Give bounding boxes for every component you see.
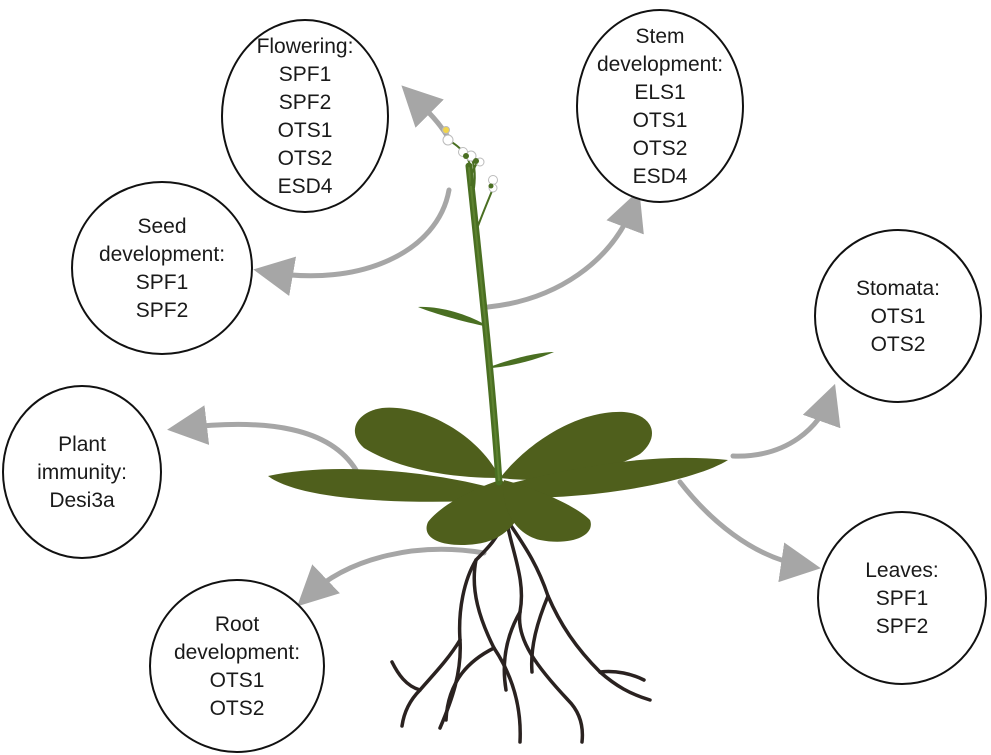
- gene-label-plant-immunity: Desi3a: [49, 489, 115, 512]
- plant-roots: [390, 516, 652, 744]
- gene-label-stomata: OTS2: [871, 333, 926, 356]
- gene-label-stem-development: OTS1: [633, 109, 688, 132]
- gene-label-seed-development: SPF1: [136, 271, 189, 294]
- bubble-title-leaves: Leaves:: [865, 559, 939, 582]
- bubble-title-flowering: Flowering:: [257, 35, 354, 58]
- leaf-lower-right: [503, 480, 591, 542]
- gene-label-leaves: SPF1: [876, 587, 929, 610]
- bubble-title-root-development: development:: [174, 641, 300, 664]
- gene-label-stomata: OTS1: [871, 305, 926, 328]
- rosette-leaves: [268, 407, 728, 546]
- bubble-title-seed-development: development:: [99, 243, 225, 266]
- bubble-title-stomata: Stomata:: [856, 277, 940, 300]
- arrow-to-stomata: [730, 383, 841, 459]
- cauline-leaf-left: [418, 306, 484, 326]
- flower-buds: [442, 126, 498, 193]
- arrow-to-leaves: [677, 479, 821, 583]
- gene-label-flowering: SPF1: [279, 63, 332, 86]
- gene-label-flowering: SPF2: [279, 91, 332, 114]
- bubble-title-seed-development: Seed: [137, 215, 186, 238]
- leaf-upper-left: [354, 407, 500, 478]
- gene-label-flowering: OTS1: [278, 119, 333, 142]
- bubble-outline-leaves: [817, 511, 987, 685]
- gene-label-stem-development: ESD4: [633, 165, 688, 188]
- leaf-lower-center: [426, 480, 523, 546]
- bubble-outline-plant-immunity: [2, 385, 162, 559]
- arrow-to-plant-immunity: [167, 405, 359, 473]
- bubble-outline-root-development: [149, 579, 325, 753]
- gene-label-seed-development: SPF2: [136, 299, 189, 322]
- gene-label-flowering: ESD4: [278, 175, 333, 198]
- arrow-to-stem-development: [485, 189, 644, 310]
- gene-label-flowering: OTS2: [278, 147, 333, 170]
- bubble-outline-stem-development: [576, 9, 744, 203]
- gene-label-leaves: SPF2: [876, 615, 929, 638]
- gene-label-stem-development: OTS2: [633, 137, 688, 160]
- leaf-right-long: [500, 457, 728, 499]
- bubble-title-stem-development: development:: [597, 53, 723, 76]
- bubble-plant-immunity: Plant immunity: Desi3a: [2, 385, 162, 559]
- arrows: [167, 85, 841, 607]
- gene-label-root-development: OTS1: [210, 669, 265, 692]
- bubble-title-stem-development: Stem: [635, 25, 684, 48]
- bud-yellow: [442, 126, 450, 134]
- cauline-leaf-right: [492, 352, 554, 368]
- bubble-title-root-development: Root: [215, 613, 260, 636]
- bubbles-layer: Flowering:SPF1SPF2OTS1OTS2ESD4Stemdevelo…: [2, 9, 987, 753]
- bubble-title-plant-immunity: Plant: [58, 433, 106, 456]
- arrow-to-root-development: [297, 546, 487, 607]
- leaf-upper-right: [500, 411, 652, 480]
- gene-label-stem-development: ELS1: [634, 81, 685, 104]
- bubble-outline-flowering: [221, 19, 389, 213]
- bubble-title-plant-immunity: immunity:: [37, 461, 127, 484]
- leaf-left-long: [268, 468, 500, 502]
- bubble-outline-seed-development: [71, 181, 253, 355]
- bubble-outline-stomata: [814, 229, 982, 403]
- arrow-to-seed-development: [253, 187, 452, 296]
- gene-label-root-development: OTS2: [210, 697, 265, 720]
